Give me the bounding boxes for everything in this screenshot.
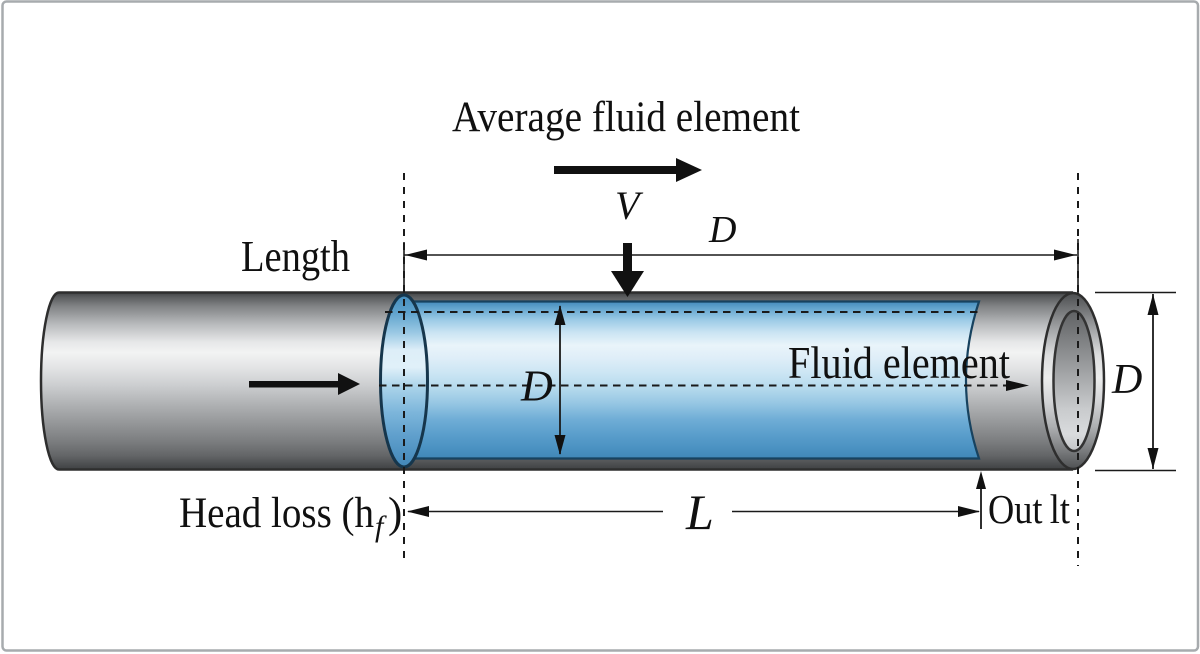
svg-text:L: L: [685, 484, 714, 540]
svg-text:V: V: [615, 183, 644, 228]
svg-text:D: D: [520, 362, 553, 411]
svg-text:Out lt: Out lt: [988, 486, 1071, 532]
svg-text:D: D: [708, 209, 736, 251]
svg-text:Length: Length: [241, 232, 350, 281]
svg-text:Fluid element: Fluid element: [788, 338, 1010, 388]
svg-text:D: D: [1111, 357, 1142, 403]
svg-text:Average fluid element: Average fluid element: [452, 94, 800, 141]
svg-text:): ): [388, 490, 402, 537]
svg-text:Head loss (h: Head loss (h: [179, 490, 374, 537]
